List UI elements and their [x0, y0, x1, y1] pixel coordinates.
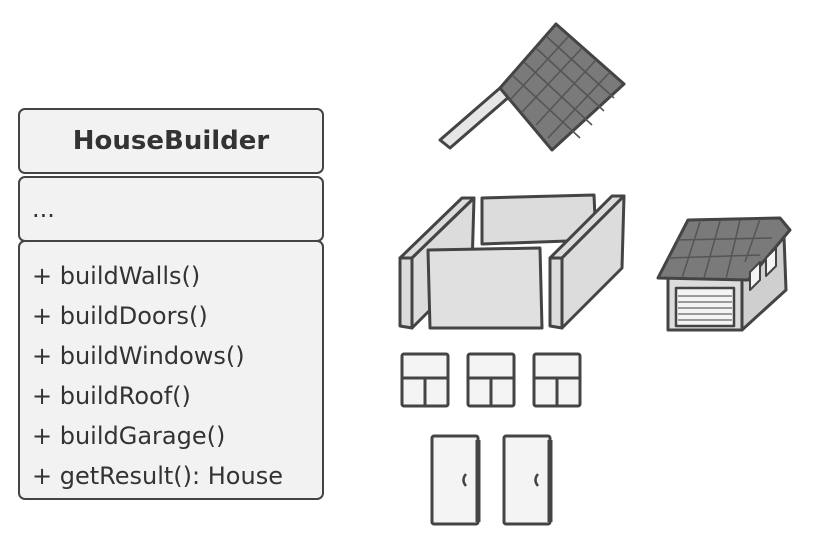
roof-icon — [438, 22, 626, 152]
method-build-doors: + buildDoors() — [32, 302, 208, 330]
window-icon — [400, 352, 582, 408]
class-name: HouseBuilder — [18, 108, 324, 174]
method-get-result: + getResult(): House — [32, 462, 283, 490]
method-build-roof: + buildRoof() — [32, 382, 191, 410]
garage-icon — [656, 216, 792, 332]
walls-icon — [398, 193, 626, 330]
house-builder-class-diagram: HouseBuilder ... + buildWalls() + buildD… — [18, 108, 328, 500]
method-build-garage: + buildGarage() — [32, 422, 226, 450]
door-icon — [430, 434, 553, 526]
method-build-walls: + buildWalls() — [32, 262, 201, 290]
method-build-windows: + buildWindows() — [32, 342, 245, 370]
class-methods: + buildWalls() + buildDoors() + buildWin… — [18, 240, 324, 500]
